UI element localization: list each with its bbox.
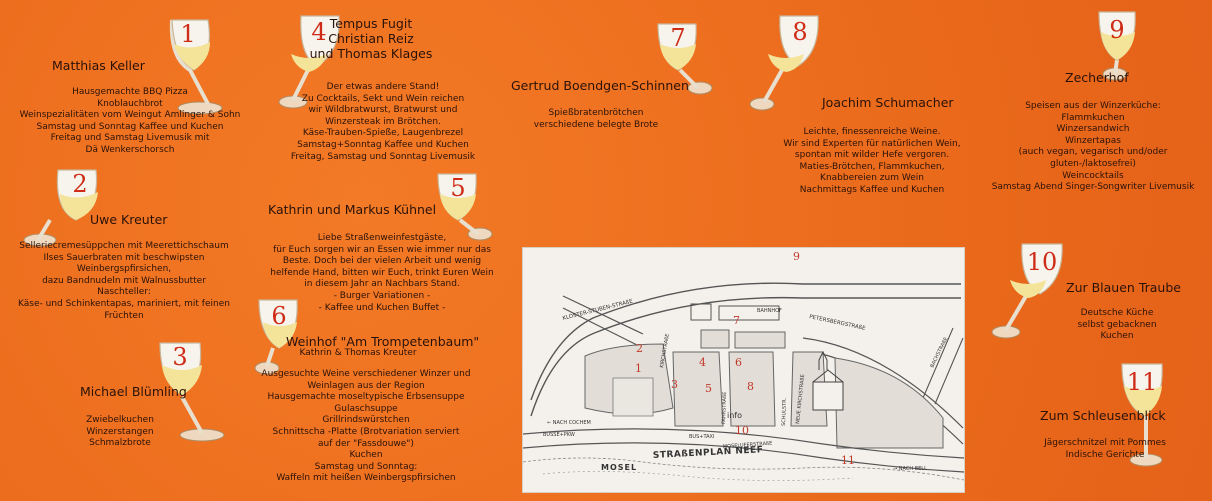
wine-glass-icon: [749, 15, 819, 111]
wine-glass-icon: [437, 173, 493, 241]
map-street-bach: BACHSTRAßE: [929, 336, 949, 369]
stand-2-description: Selleriecremesüppchen mit Meerettichscha…: [18, 241, 230, 321]
map-marker-3: 3: [671, 378, 678, 391]
stand-number: 3: [172, 343, 188, 371]
stand-9-description: Speisen aus der Winzerküche: Flammkuchen…: [991, 101, 1195, 193]
map-marker-11: 11: [841, 454, 855, 467]
stand-6-description: Ausgesuchte Weine verschiedener Winzer u…: [261, 369, 471, 484]
map-marker-2: 2: [636, 342, 643, 355]
wine-glass-10: 10: [990, 240, 1070, 350]
stand-number: 7: [670, 24, 686, 52]
map-marker-1: 1: [635, 362, 642, 375]
wine-glass-icon: [254, 299, 298, 375]
map-street-moselufer: MOSELUFERSTRAßE: [723, 441, 773, 450]
stand-8-name: Joachim Schumacher: [822, 95, 954, 110]
stand-7-description: Spießbratenbrötchen verschiedene belegte…: [533, 108, 659, 130]
wine-glass-9: 9: [1095, 8, 1175, 118]
map-label-river: MOSEL: [601, 463, 637, 472]
stand-9-name: Zecherhof: [1065, 70, 1129, 85]
wine-glass-6: 6: [245, 296, 325, 406]
map-marker-4: 4: [699, 356, 706, 369]
stand-number: 8: [792, 18, 808, 46]
stand-number: 6: [271, 302, 287, 330]
stand-number: 2: [72, 170, 88, 198]
stand-11-description: Jägerschnitzel mit Pommes Indische Geric…: [1044, 438, 1166, 460]
street-map: 9 7 2 1 3 4 5 6 8 10 11 KLOSTER-STUBEN-S…: [522, 247, 965, 493]
map-marker-9: 9: [793, 250, 800, 263]
stand-4-name: Tempus Fugit Christian Reiz und Thomas K…: [309, 16, 433, 61]
wine-glass-7: 7: [650, 18, 730, 128]
stand-8-description: Leichte, finessenreiche Weine. Wir sind …: [783, 127, 961, 195]
map-street-fahr: FAHRSTRAßE: [721, 392, 728, 425]
wine-glass-icon: [1121, 363, 1163, 467]
map-marker-5: 5: [705, 382, 712, 395]
stand-3-name: Michael Blümling: [80, 384, 187, 399]
stand-10-name: Zur Blauen Traube: [1066, 280, 1181, 295]
stand-5-description: Liebe Straßenweinfestgäste, für Euch sor…: [270, 233, 494, 313]
wine-glass-icon: [278, 15, 340, 109]
wine-glass-icon: [23, 169, 98, 247]
stand-number: 10: [1026, 248, 1058, 276]
map-street-klosterstuben: KLOSTER-STUBEN-STRAßE: [562, 299, 634, 322]
map-street-kirch: KIRCHSTRAßE: [659, 333, 671, 368]
wine-glass-icon: [159, 342, 225, 442]
wine-glass-icon: [1098, 11, 1136, 81]
map-label-cochem: ← NACH COCHEM: [547, 420, 591, 426]
stand-4-description: Der etwas andere Stand! Zu Cocktails, Se…: [290, 82, 476, 162]
map-marker-7: 7: [733, 314, 740, 327]
stand-11-name: Zum Schleusenblick: [1040, 408, 1166, 423]
wine-glass-5: 5: [420, 170, 500, 280]
wine-glass-icon: [991, 243, 1063, 339]
map-street-petersberg: PETERSBERGSTRAßE: [809, 314, 867, 332]
stand-10-description: Deutsche Küche selbst gebacknen Kuchen: [1077, 308, 1157, 342]
map-street-neuekirch: NEUE KIRCHSTRAßE: [795, 374, 806, 424]
map-label-bell: → NACH BELL: [893, 466, 927, 472]
stand-1-name: Matthias Keller: [52, 58, 145, 73]
map-label-taxi: BUS+TAXI: [689, 434, 714, 440]
stand-number: 9: [1109, 16, 1125, 44]
stand-5-name: Kathrin und Markus Kühnel: [268, 202, 437, 217]
wine-glass-2: 2: [20, 160, 100, 270]
map-label-bus: BUSSE+PKW: [543, 432, 575, 438]
map-marker-10: 10: [735, 424, 749, 437]
wine-glass-1: 1: [160, 8, 240, 118]
stand-1-description: Hausgemachte BBQ Pizza Knoblauchbrot Wei…: [19, 87, 241, 155]
map-street-schul: SCHULSTR.: [781, 397, 788, 426]
wine-glass-3: 3: [150, 335, 230, 445]
map-title: STRAßENPLAN NEEF: [653, 445, 764, 461]
stand-number: 5: [450, 174, 466, 202]
wine-glass-8: 8: [749, 12, 832, 122]
wine-glass-4: 4: [275, 10, 355, 120]
wine-glass-icon: [169, 19, 223, 115]
stand-number: 1: [180, 20, 196, 48]
map-label-bahnhof: BAHNHOF: [757, 308, 782, 314]
map-label-info: info: [727, 411, 742, 420]
map-marker-6: 6: [735, 356, 742, 369]
stand-7-name: Gertrud Boendgen-Schinnen: [511, 78, 689, 93]
stand-6-subname: Kathrin & Thomas Kreuter: [299, 348, 417, 358]
wine-glass-11: 11: [1118, 360, 1198, 470]
stand-3-description: Zwiebelkuchen Winzerstangen Schmalzbrote: [86, 415, 154, 449]
stand-number: 11: [1126, 368, 1158, 396]
street-map-drawing: 9 7 2 1 3 4 5 6 8 10 11 KLOSTER-STUBEN-S…: [523, 250, 964, 481]
stand-2-name: Uwe Kreuter: [90, 212, 168, 227]
stand-6-name: Weinhof "Am Trompetenbaum": [286, 334, 480, 349]
map-marker-8: 8: [747, 380, 754, 393]
stand-number: 4: [311, 18, 327, 46]
wine-glass-icon: [657, 23, 713, 95]
